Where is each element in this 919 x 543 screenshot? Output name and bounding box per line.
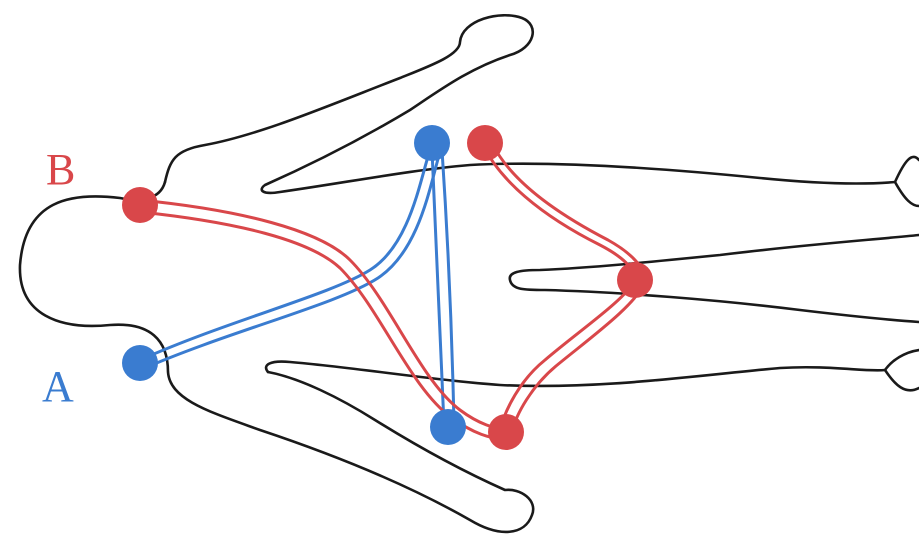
- electrode-a-top: [414, 125, 450, 161]
- lower-body-outline: [266, 362, 919, 391]
- foot-top-outline: [895, 182, 919, 206]
- electrode-b-top: [467, 125, 503, 161]
- electrode-b-bottom: [488, 414, 524, 450]
- path-a-line-outer: [140, 150, 430, 360]
- label-b: B: [46, 148, 75, 192]
- inner-leg-outline: [510, 235, 919, 322]
- body-outline: [20, 15, 919, 532]
- electrodes: [122, 125, 653, 450]
- path-b-right-lower-inner: [512, 282, 645, 432]
- foot-bottom-outline: [885, 350, 919, 370]
- upper-arm-outline: [165, 15, 919, 193]
- electrode-a-head: [122, 345, 158, 381]
- path-b-lines: [140, 145, 645, 440]
- electrode-b-leg: [617, 262, 653, 298]
- path-a-vertical-right: [442, 150, 454, 425]
- electrode-b-head: [122, 187, 158, 223]
- path-a-lines: [140, 150, 454, 425]
- path-a-line-inner: [140, 152, 440, 370]
- label-a: A: [42, 365, 74, 409]
- head-and-upper-arm-outline: [20, 182, 533, 532]
- electrode-a-bottom: [430, 409, 466, 445]
